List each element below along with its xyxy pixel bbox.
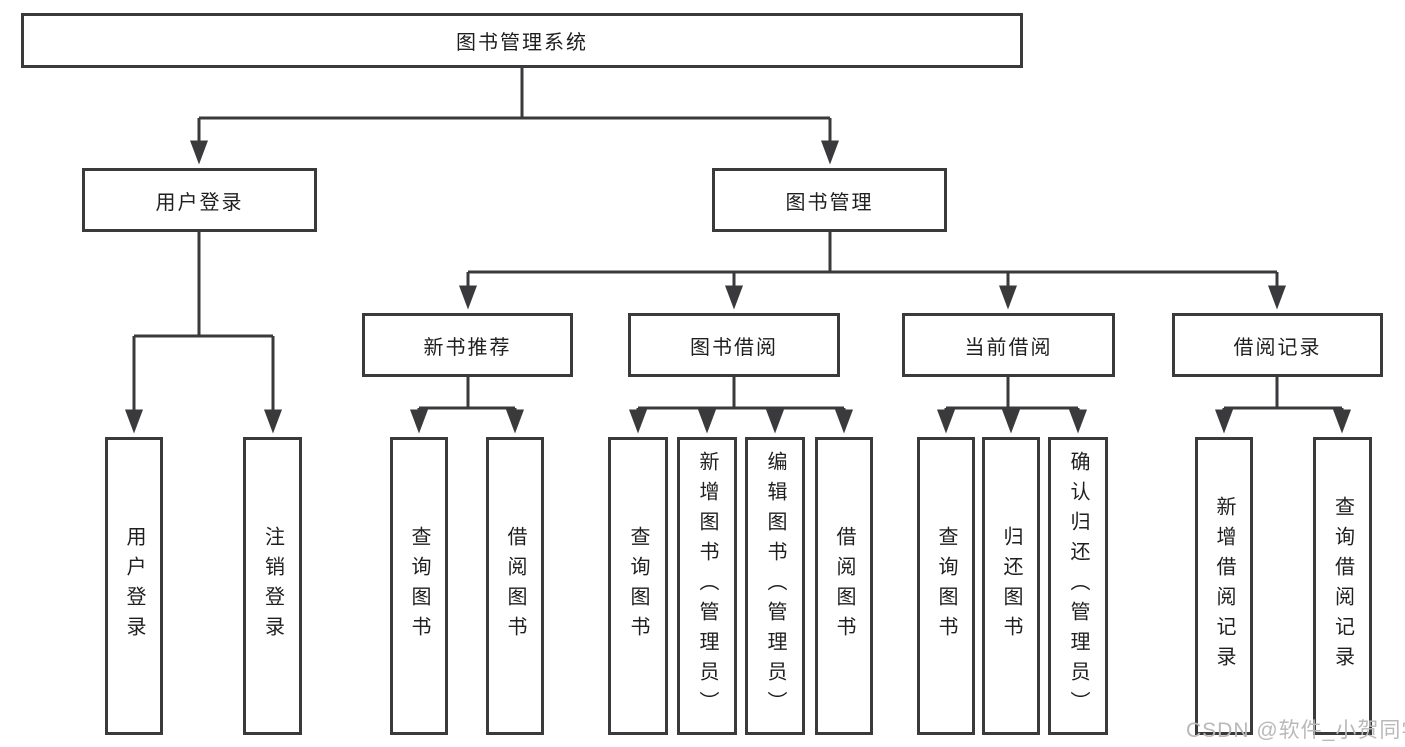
- leaf-return-books-label: 归还图书: [1000, 526, 1022, 646]
- leaf-borrow-books: 借阅图书: [815, 437, 873, 735]
- node-current-borrowing: 当前借阅: [902, 313, 1115, 377]
- leaf-confirm-return-admin-label: 确认归还（管理员）: [1067, 451, 1089, 721]
- node-borrowing-records-label: 借阅记录: [1233, 336, 1322, 359]
- leaf-current-query-books: 查询图书: [917, 437, 975, 735]
- leaf-borrowing-query-books: 查询图书: [608, 437, 668, 735]
- node-current-borrowing-label: 当前借阅: [964, 336, 1053, 359]
- node-user-login-group-label: 用户登录: [155, 191, 244, 214]
- leaf-user-login-label: 用户登录: [123, 526, 145, 646]
- leaf-edit-book-admin: 编辑图书（管理员）: [745, 437, 805, 735]
- node-new-book-recommend: 新书推荐: [362, 313, 573, 377]
- node-book-borrowing-label: 图书借阅: [690, 336, 778, 359]
- node-user-login-group: 用户登录: [82, 168, 317, 232]
- leaf-return-books: 归还图书: [982, 437, 1040, 735]
- leaf-logout: 注销登录: [243, 437, 302, 735]
- leaf-user-login: 用户登录: [105, 437, 163, 735]
- leaf-add-borrow-record-label: 新增借阅记录: [1213, 496, 1235, 676]
- leaf-recommend-borrow-books-label: 借阅图书: [504, 526, 526, 646]
- leaf-borrow-books-label: 借阅图书: [833, 526, 855, 646]
- leaf-add-book-admin: 新增图书（管理员）: [677, 437, 737, 735]
- leaf-current-query-books-label: 查询图书: [935, 526, 957, 646]
- leaf-query-borrow-record-label: 查询借阅记录: [1331, 496, 1354, 676]
- node-book-management: 图书管理: [712, 168, 947, 232]
- leaf-add-borrow-record: 新增借阅记录: [1195, 437, 1253, 735]
- node-new-book-recommend-label: 新书推荐: [423, 336, 512, 359]
- csdn-watermark: CSDN @软件_小贺同学: [1186, 719, 1405, 742]
- leaf-confirm-return-admin: 确认归还（管理员）: [1048, 437, 1108, 735]
- node-root-library-system: 图书管理系统: [21, 13, 1023, 68]
- leaf-query-borrow-record: 查询借阅记录: [1313, 437, 1372, 735]
- node-book-borrowing: 图书借阅: [628, 313, 840, 377]
- leaf-add-book-admin-label: 新增图书（管理员）: [696, 451, 718, 721]
- leaf-logout-label: 注销登录: [261, 526, 284, 646]
- node-borrowing-records: 借阅记录: [1172, 313, 1383, 377]
- node-root-label: 图书管理系统: [456, 32, 588, 54]
- leaf-edit-book-admin-label: 编辑图书（管理员）: [764, 451, 786, 721]
- node-book-management-label: 图书管理: [785, 191, 874, 214]
- leaf-recommend-borrow-books: 借阅图书: [486, 437, 544, 735]
- leaf-borrowing-query-books-label: 查询图书: [627, 526, 649, 646]
- leaf-recommend-query-books: 查询图书: [390, 437, 448, 735]
- leaf-recommend-query-books-label: 查询图书: [408, 526, 430, 646]
